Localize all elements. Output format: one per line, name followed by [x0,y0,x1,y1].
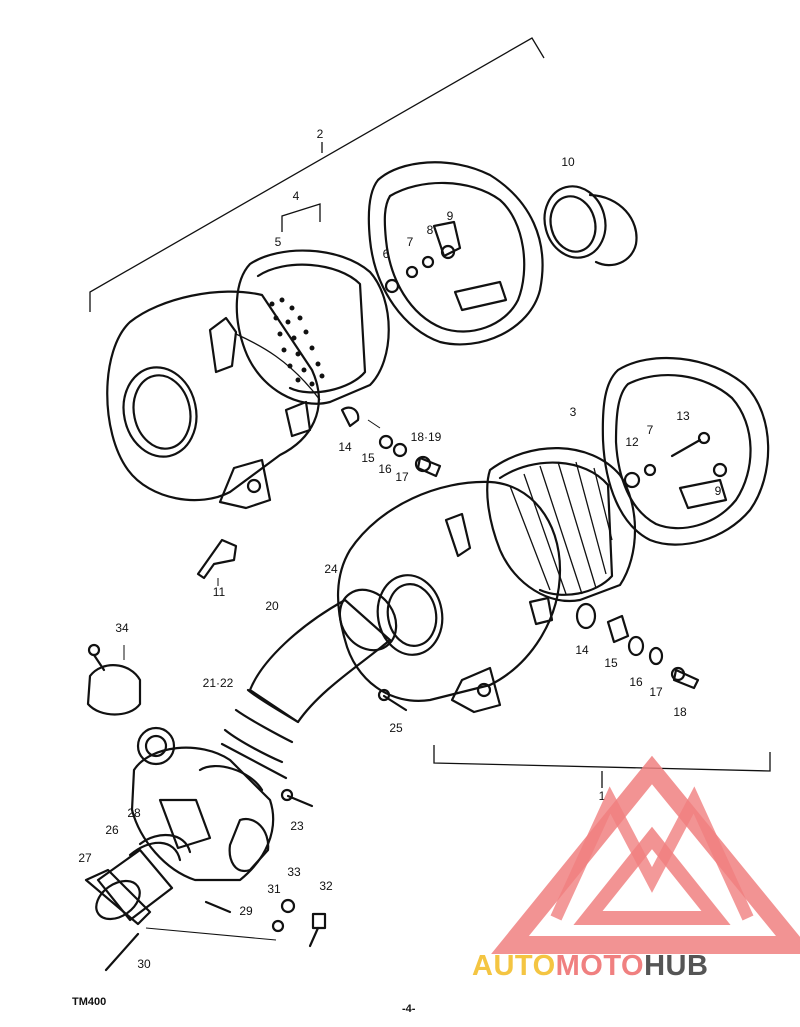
part-label-29: 29 [239,904,253,918]
perforated-filter-element [235,249,390,405]
part-label-34: 34 [115,621,129,635]
part-label-27: 27 [78,851,92,865]
part-label-17a: 17 [395,470,409,484]
part-label-14b: 14 [575,643,589,657]
part-label-1819: 18·19 [411,430,442,444]
mesh-filter-element-3 [486,447,637,603]
page-number: -4- [402,1003,416,1015]
part-label-23: 23 [290,819,304,833]
clip-11 [196,538,238,586]
model-code: TM400 [72,996,106,1008]
part-label-8: 8 [427,223,434,237]
bracket-2 [89,37,545,312]
logo-hub: HUB [644,950,708,982]
lower-air-cleaner-case [337,480,562,714]
part-label-33: 33 [287,865,301,879]
part-label-7b: 7 [647,423,654,437]
part-label-9a: 9 [447,209,454,223]
part-label-6: 6 [383,247,390,261]
part-label-14a: 14 [338,440,352,454]
part-label-28: 28 [127,806,141,820]
part-label-13: 13 [676,409,690,423]
bracket-1 [433,745,771,788]
part-label-2: 2 [317,127,324,141]
part-label-7: 7 [407,235,414,249]
part-label-17b: 17 [649,685,663,699]
part-label-4: 4 [293,189,300,203]
logo-moto: MOTO [556,950,644,982]
bracket-4 [281,203,321,232]
upper-cap [367,161,544,346]
part-label-20: 20 [265,599,279,613]
carburetor [130,726,314,882]
part-label-18b: 18 [673,705,687,719]
part-label-15b: 15 [604,656,618,670]
part-label-30: 30 [137,957,151,971]
part-label-16b: 16 [629,675,643,689]
logo-triangle-inner [573,826,731,925]
bottom-fasteners [104,898,327,972]
cap-ring-10 [543,185,638,267]
part-label-24: 24 [324,562,338,576]
part-label-32: 32 [319,879,333,893]
part-label-2122: 21·22 [203,676,234,690]
part-label-25: 25 [389,721,403,735]
intake-pipe [84,833,192,926]
part-label-1: 1 [599,789,606,803]
logo-text-auto: AUTOMOTOHUB [472,950,708,982]
part-label-9b: 9 [715,484,722,498]
part-label-11: 11 [213,585,226,599]
automotohub-logo: AUTOMOTOHUB [472,755,800,982]
part-label-10: 10 [561,155,575,169]
part-label-16a: 16 [378,462,392,476]
logo-auto: AUTO [472,950,556,982]
part-label-5: 5 [275,235,282,249]
carburetor-cap-34 [86,643,142,716]
part-label-12: 12 [625,435,639,449]
part-label-3: 3 [570,405,577,419]
part-label-26: 26 [105,823,119,837]
lower-fasteners [575,602,700,690]
part-label-15a: 15 [361,451,375,465]
upper-air-cleaner-case [106,290,321,510]
screw-25 [377,688,408,712]
logo-m-stroke [550,786,754,921]
upper-fasteners [340,406,442,478]
joint-pipe-20 [220,588,398,780]
part-label-31: 31 [267,882,281,896]
lower-cap [601,356,770,546]
